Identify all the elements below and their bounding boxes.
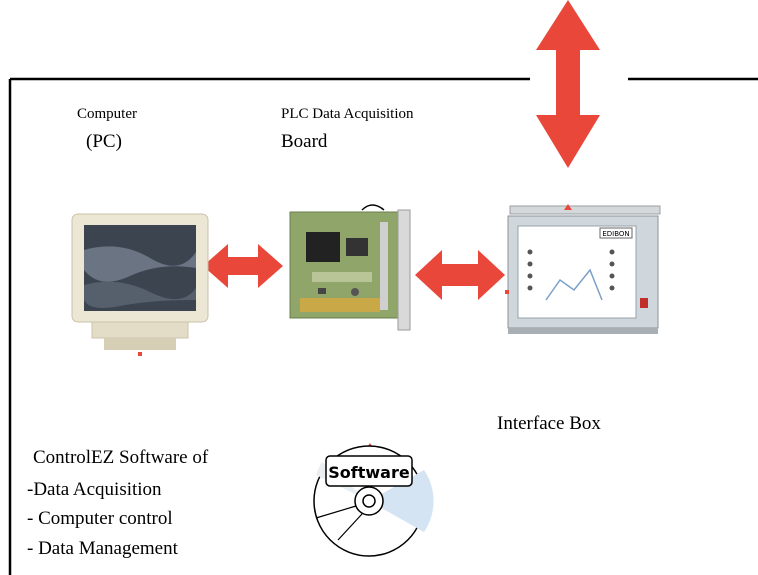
pc-board-arrow-icon <box>203 244 283 288</box>
vertical-double-arrow-icon <box>536 0 600 168</box>
software-item: - Computer control <box>27 508 173 529</box>
frame-border <box>8 77 758 575</box>
board-box-arrow-icon <box>415 250 505 300</box>
plc-board-label: PLC Data Acquisition <box>281 106 414 122</box>
pci-card-icon <box>289 204 411 331</box>
plc-board-label-2: Board <box>281 131 328 152</box>
software-item: - Data Management <box>27 538 178 559</box>
computer-pc-label: (PC) <box>86 131 122 152</box>
interface-box-icon: EDIBON <box>505 204 661 334</box>
device-brand-text: EDIBON <box>602 230 629 238</box>
software-cd-icon: Software <box>313 443 434 557</box>
computer-label: Computer <box>77 106 137 122</box>
software-title: ControlEZ Software of <box>33 447 209 468</box>
interface-box-label: Interface Box <box>497 413 601 434</box>
software-item: -Data Acquisition <box>27 479 162 500</box>
cd-label: Software <box>328 463 410 482</box>
crt-monitor-icon <box>71 213 209 356</box>
